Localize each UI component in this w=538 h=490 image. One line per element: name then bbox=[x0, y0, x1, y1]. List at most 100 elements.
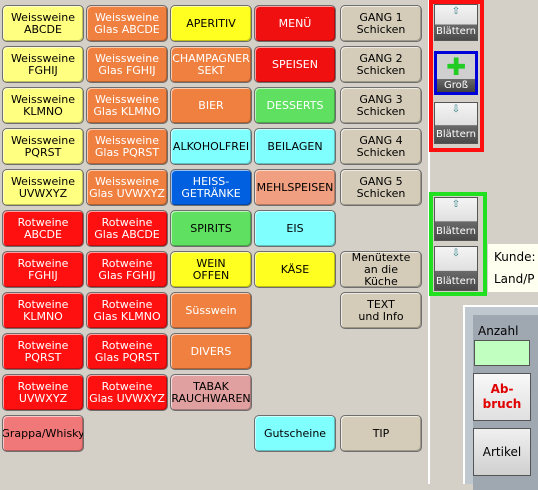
grid-button-label: MENÜ bbox=[278, 16, 312, 30]
grid-button[interactable]: Rotweine Glas PQRST bbox=[86, 333, 168, 370]
grid-button[interactable]: Rotweine PQRST bbox=[2, 333, 84, 370]
grid-button[interactable]: Rotweine ABCDE bbox=[2, 210, 84, 247]
grid-button-label: Rotweine Glas UVWXYZ bbox=[89, 379, 165, 405]
grid-button[interactable]: CHAMPAGNER SEKT bbox=[170, 46, 252, 83]
grid-button[interactable]: Menütexte an die Küche bbox=[340, 251, 422, 288]
artikel-button[interactable]: Artikel bbox=[473, 428, 531, 476]
abbruch-button[interactable]: Ab- bruch bbox=[473, 373, 531, 421]
customer-info-box bbox=[488, 244, 538, 292]
grid-button[interactable]: Weissweine Glas ABCDE bbox=[86, 5, 168, 42]
grid-button-label: Weissweine UVWXYZ bbox=[10, 174, 76, 200]
grid-button-label: Weissweine ABCDE bbox=[10, 10, 76, 36]
grid-button-label: Weissweine Glas FGHIJ bbox=[94, 51, 160, 77]
gross-button[interactable]: ✚ Groß bbox=[434, 51, 478, 95]
grid-button[interactable]: Weissweine Glas FGHIJ bbox=[86, 46, 168, 83]
grid-button[interactable]: GANG 1 Schicken bbox=[340, 5, 422, 42]
grid-button-label: MEHLSPEISEN bbox=[256, 180, 334, 194]
grid-button-label: Rotweine KLMNO bbox=[17, 297, 69, 323]
grid-button-label: SPEISEN bbox=[272, 57, 318, 71]
grid-button[interactable]: BEILAGEN bbox=[254, 128, 336, 165]
grid-button-label: Rotweine Glas PQRST bbox=[94, 338, 160, 364]
grid-button[interactable]: Rotweine UVWXYZ bbox=[2, 374, 84, 411]
grid-button[interactable]: Weissweine Glas PQRST bbox=[86, 128, 168, 165]
grid-button[interactable]: SPEISEN bbox=[254, 46, 336, 83]
grid-button[interactable]: Weissweine FGHIJ bbox=[2, 46, 84, 83]
grid-button[interactable]: Süsswein bbox=[170, 292, 252, 329]
grid-button-label: Süsswein bbox=[185, 303, 237, 317]
scroll-down-button-2[interactable]: ⇩ Blättern bbox=[434, 246, 478, 291]
grid-button[interactable]: DIVERS bbox=[170, 333, 252, 370]
grid-button-label: CHAMPAGNER SEKT bbox=[172, 51, 250, 77]
grid-button-label: BEILAGEN bbox=[267, 139, 323, 153]
grid-button-label: WEIN OFFEN bbox=[192, 256, 230, 282]
grid-button[interactable]: MEHLSPEISEN bbox=[254, 169, 336, 206]
grid-button[interactable]: Weissweine ABCDE bbox=[2, 5, 84, 42]
grid-button-label: TEXT und Info bbox=[358, 297, 404, 323]
grid-button[interactable]: KÄSE bbox=[254, 251, 336, 288]
scroll-down-button-1[interactable]: ⇩ Blättern bbox=[434, 102, 478, 144]
grid-button-label: Gutscheine bbox=[263, 426, 327, 440]
grid-button-label: Rotweine Glas ABCDE bbox=[94, 215, 160, 241]
grid-button[interactable]: GANG 2 Schicken bbox=[340, 46, 422, 83]
grid-button-label: APERITIV bbox=[186, 16, 236, 30]
grid-button[interactable]: Rotweine KLMNO bbox=[2, 292, 84, 329]
scroll-down-label: Blättern bbox=[435, 276, 477, 287]
grid-button[interactable]: ALKOHOLFREI bbox=[170, 128, 252, 165]
artikel-label: Artikel bbox=[482, 445, 522, 459]
grid-button-label: DIVERS bbox=[190, 344, 232, 358]
grid-button[interactable]: TEXT und Info bbox=[340, 292, 422, 329]
grid-button[interactable]: Weissweine PQRST bbox=[2, 128, 84, 165]
grid-button[interactable]: Weissweine Glas UVWXYZ bbox=[86, 169, 168, 206]
grid-button[interactable]: Rotweine Glas ABCDE bbox=[86, 210, 168, 247]
grid-button-label: ALKOHOLFREI bbox=[172, 139, 250, 153]
grid-button-label: Weissweine KLMNO bbox=[10, 92, 76, 118]
grid-button[interactable]: Weissweine Glas KLMNO bbox=[86, 87, 168, 124]
scroll-up-button-2[interactable]: ⇧ Blättern bbox=[434, 197, 478, 241]
grid-button-label: GANG 4 Schicken bbox=[356, 133, 406, 159]
grid-button[interactable]: Grappa/Whisky bbox=[2, 415, 84, 452]
grid-button-label: BIER bbox=[198, 98, 224, 112]
grid-button[interactable]: TABAK RAUCHWAREN bbox=[170, 374, 252, 411]
grid-button[interactable]: DESSERTS bbox=[254, 87, 336, 124]
grid-button-label: Rotweine Glas FGHIJ bbox=[98, 256, 156, 282]
grid-button-label: DESSERTS bbox=[266, 98, 324, 112]
grid-button[interactable]: GANG 5 Schicken bbox=[340, 169, 422, 206]
grid-button[interactable]: GANG 4 Schicken bbox=[340, 128, 422, 165]
quantity-input[interactable] bbox=[474, 340, 530, 366]
grid-button-label: GANG 2 Schicken bbox=[356, 51, 406, 77]
country-label: Land/P bbox=[494, 272, 535, 286]
grid-button[interactable]: TIP bbox=[340, 415, 422, 452]
grid-button[interactable]: WEIN OFFEN bbox=[170, 251, 252, 288]
grid-button-label: HEISS- GETRÄNKE bbox=[181, 174, 241, 200]
grid-button-label: Grappa/Whisky bbox=[2, 426, 84, 440]
grid-button[interactable]: BIER bbox=[170, 87, 252, 124]
scroll-down-label: Blättern bbox=[435, 129, 477, 140]
grid-button[interactable]: Weissweine KLMNO bbox=[2, 87, 84, 124]
grid-button[interactable]: APERITIV bbox=[170, 5, 252, 42]
grid-button[interactable]: Weissweine UVWXYZ bbox=[2, 169, 84, 206]
scroll-group-green bbox=[429, 192, 487, 296]
abbruch-label: Ab- bruch bbox=[482, 382, 522, 411]
grid-button[interactable]: Rotweine Glas KLMNO bbox=[86, 292, 168, 329]
grid-button-label: Weissweine Glas UVWXYZ bbox=[89, 174, 165, 200]
grid-button[interactable]: Rotweine Glas FGHIJ bbox=[86, 251, 168, 288]
grid-button[interactable]: Gutscheine bbox=[254, 415, 336, 452]
grid-button-label: Rotweine FGHIJ bbox=[17, 256, 69, 282]
arrow-down-icon: ⇩ bbox=[451, 104, 461, 115]
quantity-label: Anzahl bbox=[478, 324, 519, 338]
grid-button-label: GANG 3 Schicken bbox=[356, 92, 406, 118]
grid-button[interactable]: SPIRITS bbox=[170, 210, 252, 247]
arrow-down-icon: ⇩ bbox=[451, 248, 461, 259]
scroll-up-button-1[interactable]: ⇧ Blättern bbox=[434, 4, 478, 41]
grid-button[interactable]: EIS bbox=[254, 210, 336, 247]
scroll-up-label: Blättern bbox=[435, 26, 477, 37]
plus-icon: ✚ bbox=[445, 53, 467, 81]
grid-button-label: Weissweine Glas ABCDE bbox=[94, 10, 160, 36]
scroll-group-red bbox=[429, 0, 484, 152]
grid-button-label: Weissweine Glas KLMNO bbox=[93, 92, 161, 118]
grid-button[interactable]: Rotweine Glas UVWXYZ bbox=[86, 374, 168, 411]
grid-button[interactable]: HEISS- GETRÄNKE bbox=[170, 169, 252, 206]
grid-button[interactable]: MENÜ bbox=[254, 5, 336, 42]
grid-button[interactable]: Rotweine FGHIJ bbox=[2, 251, 84, 288]
grid-button[interactable]: GANG 3 Schicken bbox=[340, 87, 422, 124]
